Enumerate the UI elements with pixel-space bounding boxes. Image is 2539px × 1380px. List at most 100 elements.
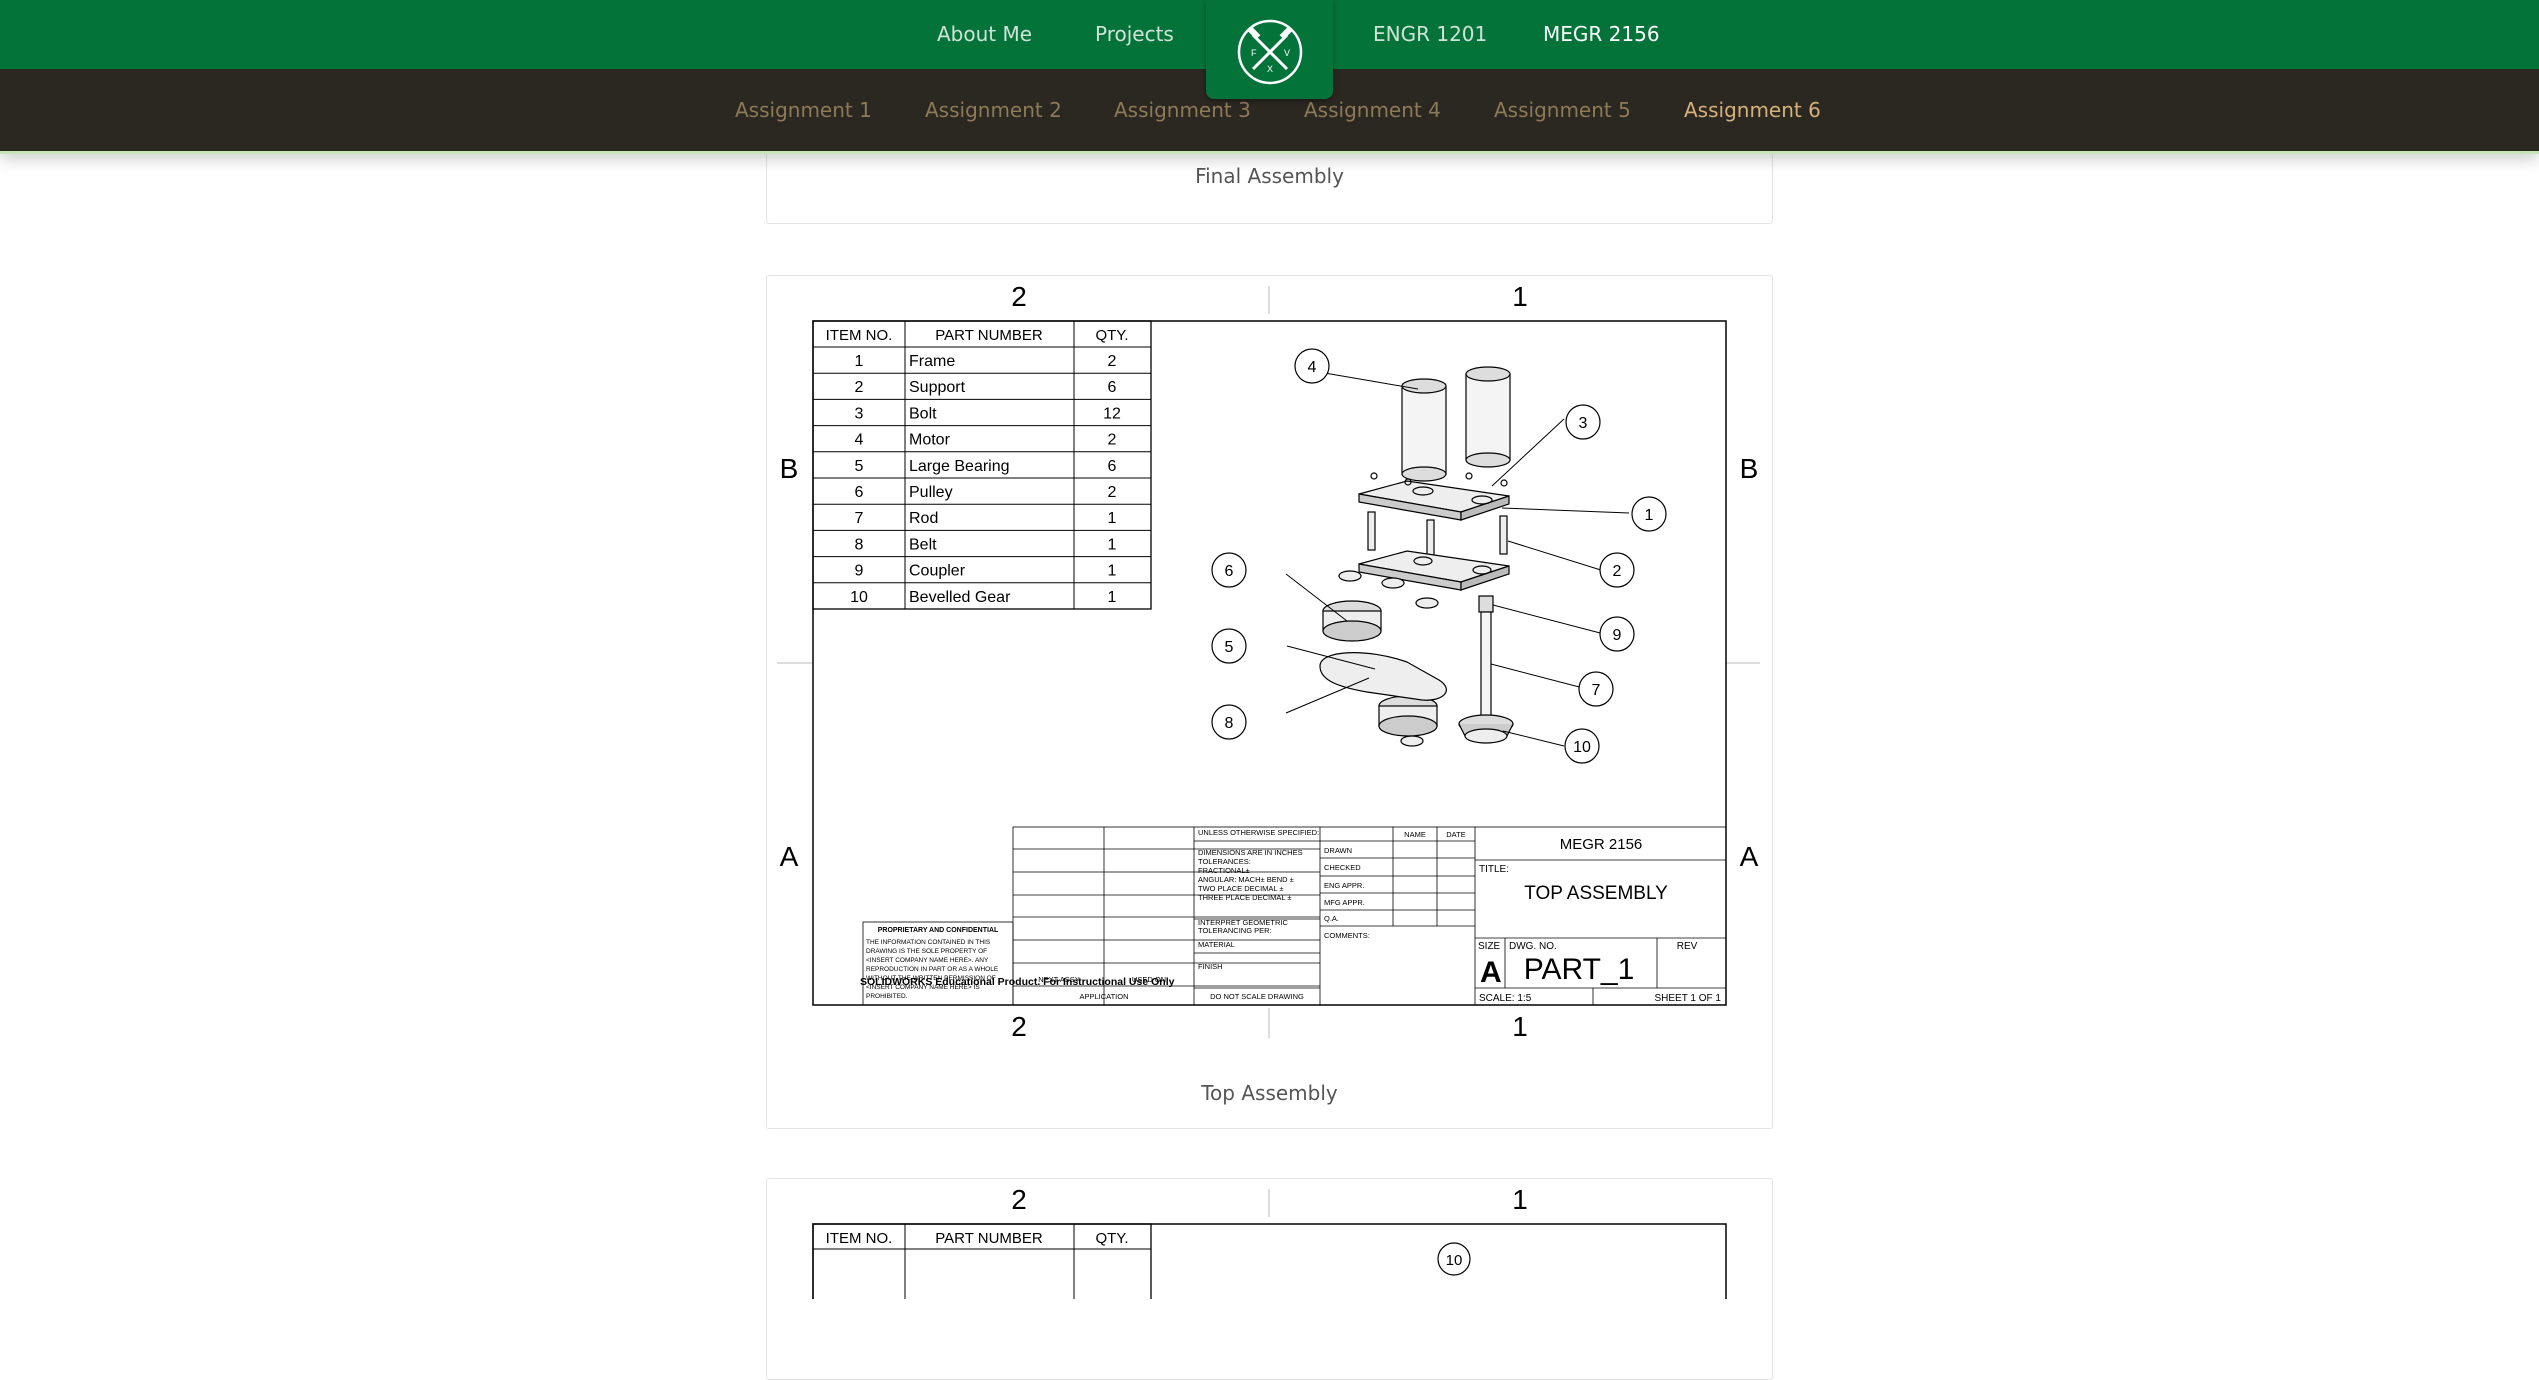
subnav-assignment-2[interactable]: Assignment 2 xyxy=(925,98,1062,122)
balloon-label: 2 xyxy=(1613,563,1622,580)
zone-label: B xyxy=(1740,453,1759,484)
balloon xyxy=(1564,728,1600,764)
bom-cell: 2 xyxy=(1108,484,1117,501)
bom-cell: Frame xyxy=(909,353,955,370)
tb-text: FRACTIONAL± xyxy=(1198,866,1250,875)
title-block xyxy=(862,826,1727,1006)
bom-cell: 2 xyxy=(855,379,864,396)
nav-projects[interactable]: Projects xyxy=(1095,22,1174,46)
zone-label: 2 xyxy=(1011,1184,1027,1215)
tb-prop-line: REPRODUCTION IN PART OR AS A WHOLE xyxy=(866,966,999,973)
bom-cell: 7 xyxy=(855,510,864,527)
subnav-assignment-3[interactable]: Assignment 3 xyxy=(1114,98,1251,122)
bom-cell: 1 xyxy=(1108,563,1117,580)
balloon xyxy=(1599,552,1635,588)
balloon-label: 7 xyxy=(1592,682,1601,699)
site-logo[interactable]: F V X xyxy=(1206,0,1333,99)
tb-text: TOLERANCES: xyxy=(1198,857,1251,866)
top-assembly-card: 2 1 2 1 B B A A ITEM NO. PART NUMBER QTY… xyxy=(766,275,1773,1129)
tb-text: INTERPRET GEOMETRIC xyxy=(1198,918,1288,927)
tb-text: COMMENTS: xyxy=(1324,931,1370,940)
zone-label: B xyxy=(780,453,799,484)
tb-text: TOLERANCING PER: xyxy=(1198,926,1272,935)
tb-edu-watermark: SOLIDWORKS Educational Product. For Inst… xyxy=(860,976,1175,988)
balloon-label: 6 xyxy=(1225,563,1234,580)
top-assembly-drawing[interactable]: 2 1 2 1 B B A A ITEM NO. PART NUMBER QTY… xyxy=(767,276,1772,1056)
bom-cell: Rod xyxy=(909,510,938,527)
bom-cell: 3 xyxy=(855,405,864,422)
bom-cell: 1 xyxy=(855,353,864,370)
bom-cell: 2 xyxy=(1108,353,1117,370)
bom-cell: Pulley xyxy=(909,484,953,501)
tb-text: Q.A. xyxy=(1324,914,1339,923)
balloon-label: 3 xyxy=(1579,415,1588,432)
tb-prop-line: <INSERT COMPANY NAME HERE>. ANY xyxy=(866,957,989,964)
nav-about-me[interactable]: About Me xyxy=(937,22,1033,46)
tb-text: USED ON xyxy=(1132,975,1166,984)
balloon xyxy=(1578,671,1614,707)
subnav-assignment-1[interactable]: Assignment 1 xyxy=(735,98,872,122)
tb-text: NAME xyxy=(1404,830,1426,839)
bom-cell: Support xyxy=(909,379,966,396)
balloon-leaders xyxy=(1285,370,1630,747)
subnav-assignment-5[interactable]: Assignment 5 xyxy=(1494,98,1631,122)
bom-header: ITEM NO. xyxy=(826,327,893,344)
exploded-view xyxy=(1319,366,1514,747)
tb-prop-line: DRAWING IS THE SOLE PROPERTY OF xyxy=(866,948,987,955)
tb-prop-line: <INSERT COMPANY NAME HERE> IS xyxy=(866,984,980,991)
top-assembly-caption: Top Assembly xyxy=(1201,1081,1338,1105)
zone-label: A xyxy=(780,841,799,872)
balloon xyxy=(1565,404,1601,440)
tb-prop-line: THE INFORMATION CONTAINED IN THIS xyxy=(866,939,991,946)
zone-label: 1 xyxy=(1512,281,1528,312)
balloon xyxy=(1599,616,1635,652)
bom-cell: 1 xyxy=(1108,536,1117,553)
tb-text: DO NOT SCALE DRAWING xyxy=(1210,992,1304,1001)
nav-engr-1201[interactable]: ENGR 1201 xyxy=(1373,22,1488,46)
balloon xyxy=(1211,628,1247,664)
tb-drawing-title: TOP ASSEMBLY xyxy=(1524,883,1668,904)
bom-cell: 6 xyxy=(855,484,864,501)
zone-label: A xyxy=(1740,841,1759,872)
balloon-label: 1 xyxy=(1645,507,1654,524)
balloon xyxy=(1631,496,1667,532)
zone-label: 1 xyxy=(1512,1011,1528,1042)
balloon-label: 4 xyxy=(1308,359,1317,376)
zone-label: 1 xyxy=(1512,1184,1528,1215)
balloon xyxy=(1211,704,1247,740)
zone-label: 2 xyxy=(1011,1011,1027,1042)
subnav-assignment-4[interactable]: Assignment 4 xyxy=(1304,98,1441,122)
balloon xyxy=(1294,348,1330,384)
logo-letter: V xyxy=(1284,48,1290,58)
bom-cell: 6 xyxy=(1108,379,1117,396)
bom-cell: 10 xyxy=(850,589,868,606)
bom-cell: 2 xyxy=(1108,432,1117,449)
bom-cell: 1 xyxy=(1108,510,1117,527)
tb-dwg-number: PART_1 xyxy=(1524,953,1635,986)
tb-text: CHECKED xyxy=(1324,863,1361,872)
subnav-assignment-6[interactable]: Assignment 6 xyxy=(1684,98,1821,122)
next-drawing-card: 2 1 ITEM NO. PART NUMBER QTY. 10 xyxy=(766,1178,1773,1380)
tb-text: REV xyxy=(1677,941,1698,952)
tb-text: NEXT ASSY xyxy=(1038,975,1080,984)
tb-text: TWO PLACE DECIMAL ± xyxy=(1198,884,1284,893)
bom-cell: Belt xyxy=(909,536,937,553)
bom-header: QTY. xyxy=(1095,1230,1128,1247)
tb-sheet: SHEET 1 OF 1 xyxy=(1654,993,1721,1004)
tb-size: A xyxy=(1480,956,1502,989)
bom-cell: 9 xyxy=(855,563,864,580)
nav-megr-2156[interactable]: MEGR 2156 xyxy=(1543,22,1660,46)
balloon-label: 10 xyxy=(1446,1252,1463,1269)
balloon-label: 9 xyxy=(1613,627,1622,644)
tb-text: DATE xyxy=(1446,830,1465,839)
tb-text: TITLE: xyxy=(1479,864,1509,875)
tb-text: MATERIAL xyxy=(1198,940,1235,949)
tb-scale: SCALE: 1:5 xyxy=(1479,993,1532,1004)
tb-prop-title: PROPRIETARY AND CONFIDENTIAL xyxy=(878,927,999,934)
tb-text: FINISH xyxy=(1198,962,1223,971)
next-drawing[interactable]: 2 1 ITEM NO. PART NUMBER QTY. 10 xyxy=(767,1179,1772,1299)
bom-cell: 8 xyxy=(855,536,864,553)
tb-text: DRAWN xyxy=(1324,846,1352,855)
tb-company: MEGR 2156 xyxy=(1560,836,1643,853)
logo-emblem-icon: F V X xyxy=(1237,19,1303,85)
